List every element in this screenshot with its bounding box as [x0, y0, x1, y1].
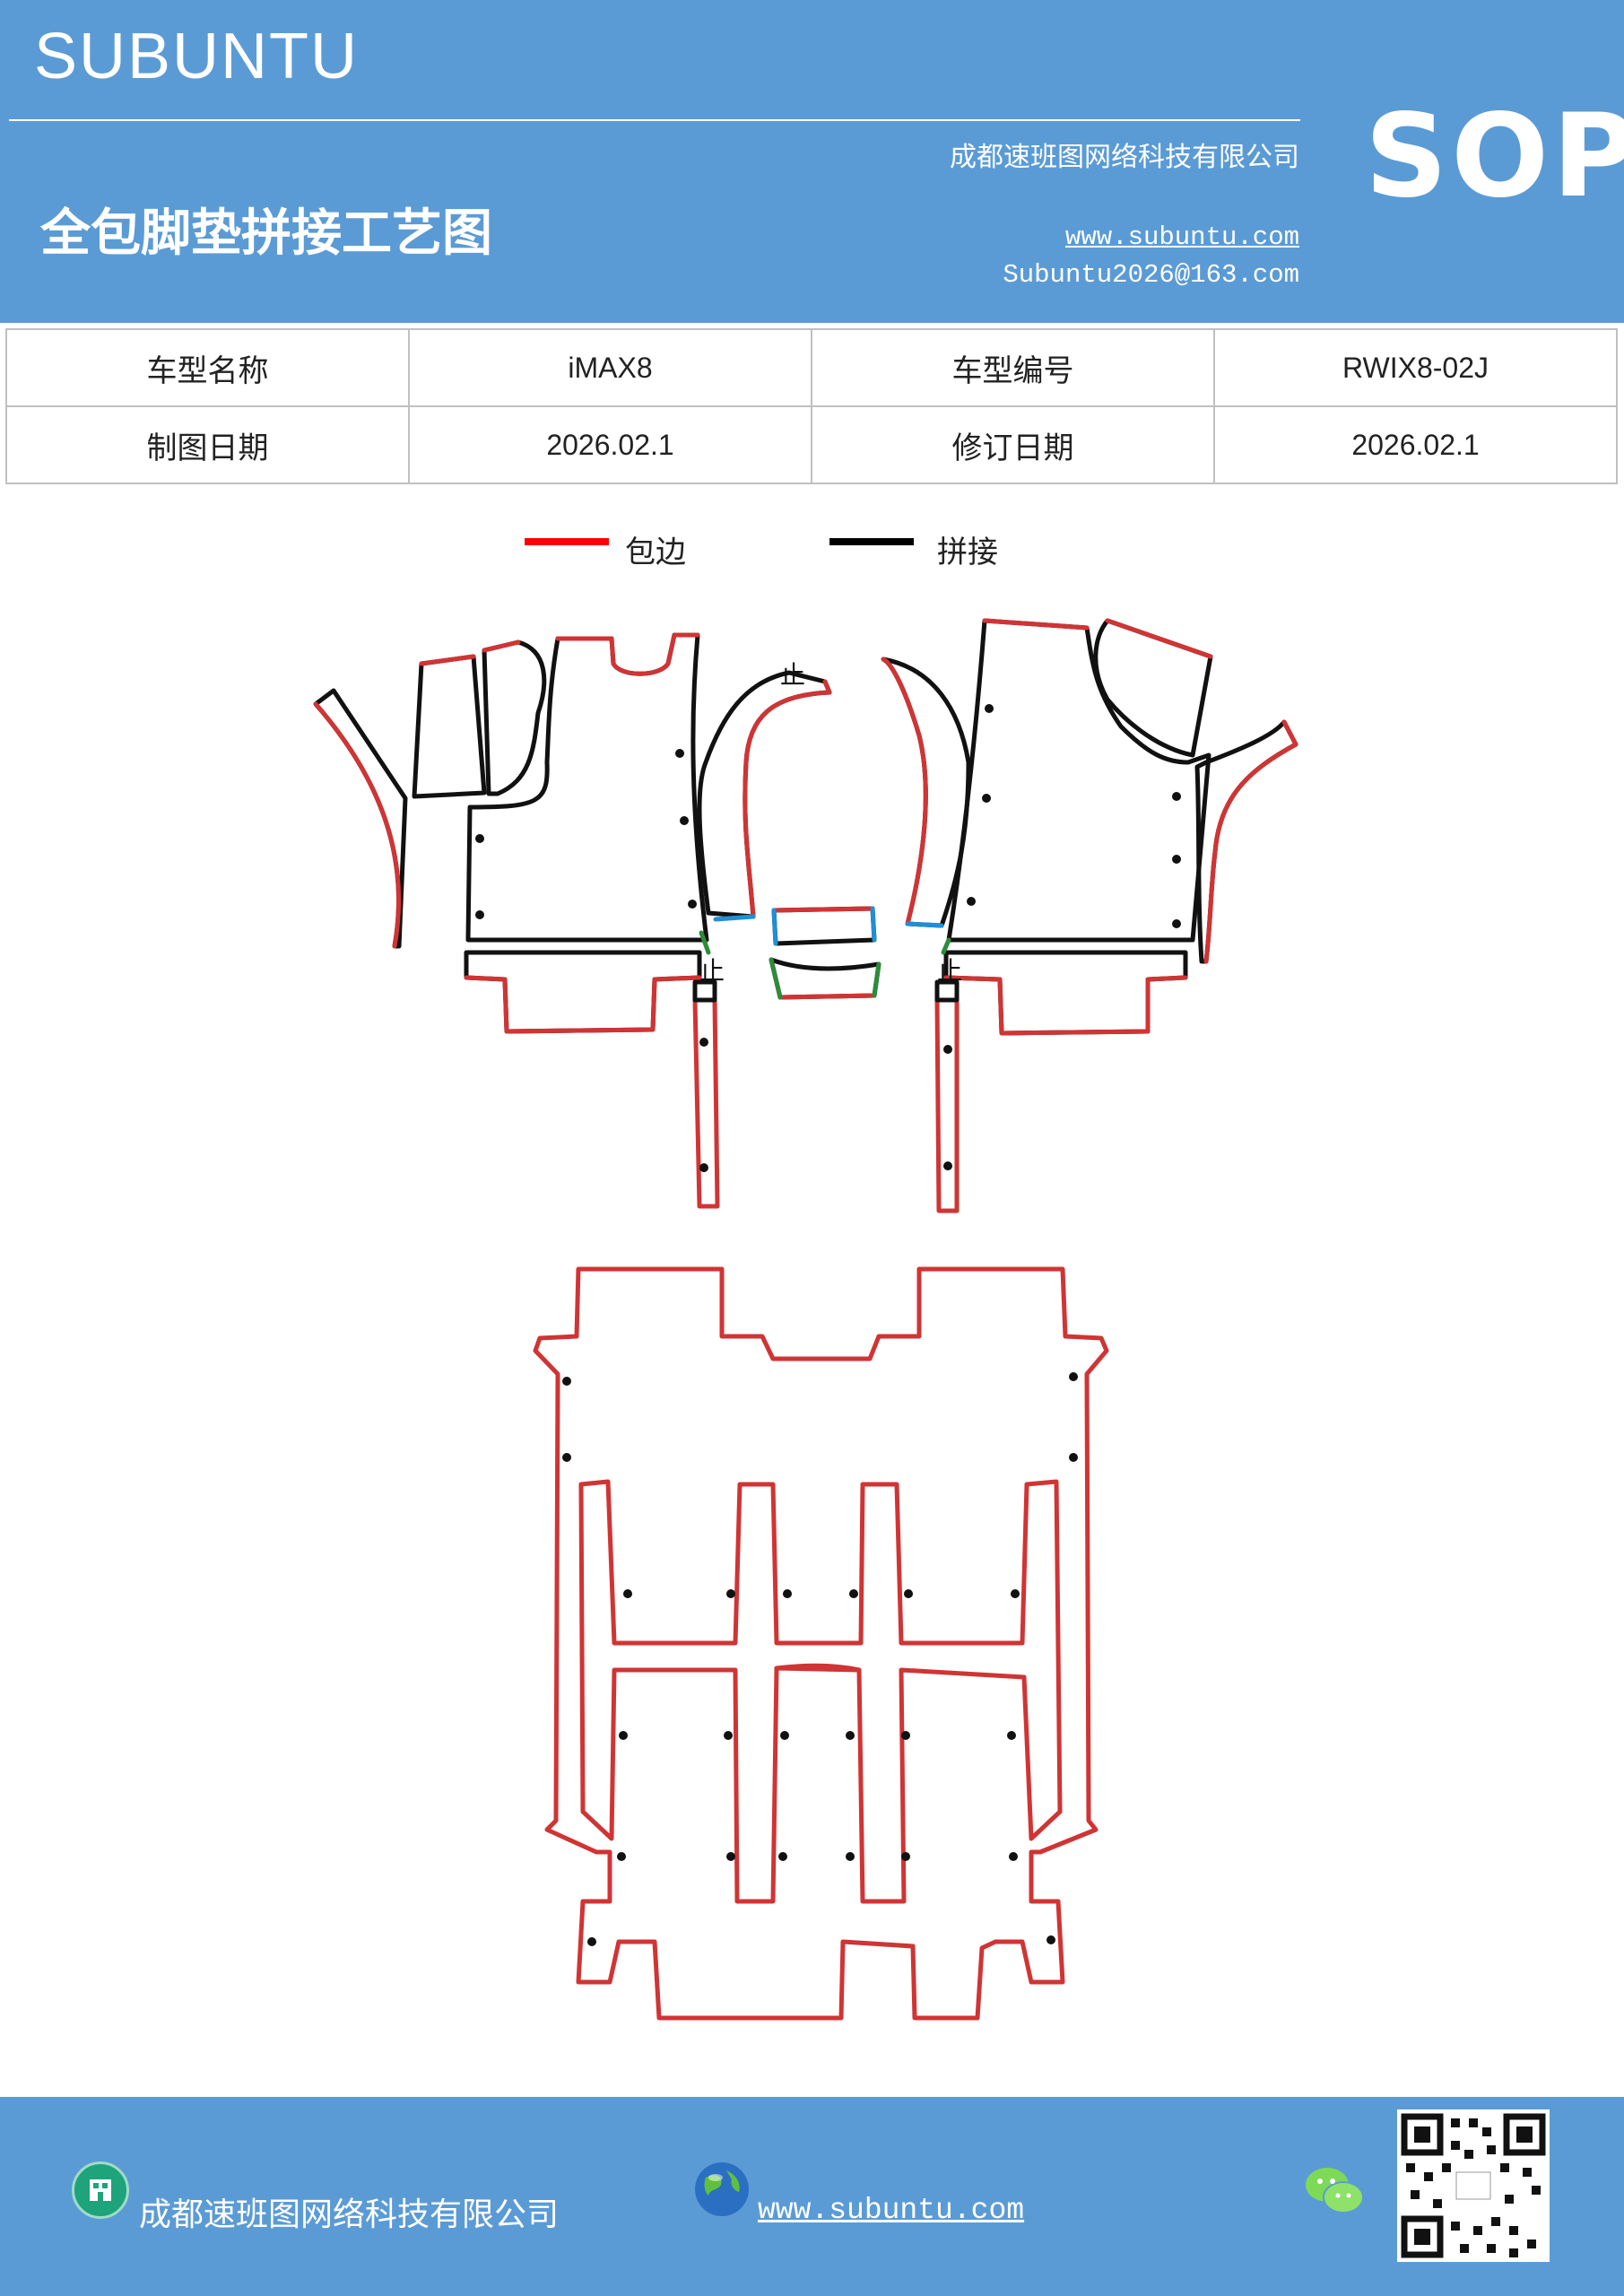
- left-side-piece: [313, 688, 408, 949]
- center-bottom-piece: [769, 957, 881, 1000]
- left-lower-strip-green: [699, 930, 711, 955]
- center-top-piece-blue: [771, 906, 877, 946]
- sop-badge: SOP: [1365, 90, 1624, 223]
- center-bottom-piece-edge: [777, 993, 877, 1000]
- left-lower-strip: [464, 950, 702, 1034]
- right-quarter-panel-edge: [1105, 618, 1213, 659]
- left-lower-strip-edge: [464, 975, 702, 1034]
- globe-icon: [692, 2160, 751, 2219]
- legend-edge-swatch: [525, 538, 609, 545]
- revision-date-label: 修订日期: [811, 405, 1215, 484]
- stop-mark: 止: [699, 956, 725, 986]
- draw-date-label: 制图日期: [5, 405, 410, 484]
- left-vertical-strip: [692, 997, 720, 1209]
- mat-splice-diagram: 止 止 止: [313, 618, 1298, 2021]
- left-narrow-piece-b-edge: [482, 639, 521, 653]
- legend-edge-label: 包边: [625, 535, 686, 570]
- model-code-value: RWIX8-02J: [1213, 328, 1618, 407]
- table-row: 制图日期 2026.02.1 修订日期 2026.02.1: [5, 405, 1618, 484]
- page-title: 全包脚垫拼接工艺图: [40, 204, 492, 263]
- right-quarter-panel: [1093, 618, 1213, 758]
- left-narrow-piece-a: [412, 654, 487, 799]
- legend-seam-label: 拼接: [937, 535, 998, 570]
- rear-mat-cutout-2: [774, 1663, 862, 1673]
- model-name-value: iMAX8: [408, 328, 812, 407]
- left-narrow-piece-b: [482, 639, 547, 796]
- right-side-piece: [1194, 719, 1298, 964]
- right-vertical-strip: [934, 997, 960, 1213]
- left-vertical-strip-top: [692, 979, 717, 1003]
- rear-mat-cutout-1: [578, 1479, 1063, 1904]
- footer-company-name: 成都速班图网络科技有限公司: [139, 2196, 560, 2233]
- footer-website-link[interactable]: www.subuntu.com: [758, 2194, 1025, 2227]
- model-name-label: 车型名称: [5, 328, 410, 407]
- header-website-link[interactable]: www.subuntu.com: [1064, 222, 1299, 252]
- right-vertical-strip-top: [934, 979, 960, 1003]
- left-console-piece-edge: [743, 679, 832, 919]
- header-divider: [9, 119, 1300, 121]
- left-side-piece-edge: [313, 701, 402, 949]
- center-top-piece-edge: [771, 906, 875, 913]
- header-company-name: 成都速班图网络科技有限公司: [950, 142, 1299, 173]
- stop-mark: 止: [780, 660, 805, 690]
- left-narrow-piece-a-edge: [419, 654, 476, 666]
- center-bottom-piece-green: [769, 957, 881, 1000]
- building-icon: [72, 2161, 129, 2219]
- vehicle-info-table: 车型名称 iMAX8 车型编号 RWIX8-02J 制图日期 2026.02.1…: [5, 328, 1618, 484]
- legend: 包边 拼接: [525, 520, 1063, 574]
- rear-floor-mat: [533, 1266, 1109, 2021]
- left-main-piece-edge: [555, 632, 700, 676]
- right-console-piece-edge: [881, 657, 928, 926]
- draw-date-value: 2026.02.1: [408, 405, 812, 484]
- right-main-piece-edge: [982, 618, 1090, 631]
- brand-logo-text: SUBUNTU: [34, 21, 360, 92]
- header-banner: [0, 0, 1624, 323]
- right-main-piece: [946, 618, 1211, 943]
- left-console-piece-blue: [713, 914, 756, 922]
- wechat-icon: [1302, 2163, 1367, 2217]
- legend-seam-swatch: [829, 538, 914, 545]
- qr-code[interactable]: [1397, 2109, 1550, 2262]
- stop-mark: 止: [937, 956, 962, 986]
- model-code-label: 车型编号: [811, 328, 1215, 407]
- left-console-piece: [697, 670, 832, 919]
- header-email: Subuntu2026@163.com: [1003, 260, 1299, 290]
- right-side-piece-edge: [1203, 719, 1298, 964]
- left-main-piece: [465, 632, 709, 943]
- right-lower-strip-edge: [943, 975, 1188, 1036]
- revision-date-value: 2026.02.1: [1213, 405, 1618, 484]
- table-row: 车型名称 iMAX8 车型编号 RWIX8-02J: [5, 328, 1618, 407]
- right-console-piece-blue: [905, 921, 944, 928]
- right-lower-strip-green: [941, 937, 951, 955]
- fastener-dots: [475, 704, 1181, 1946]
- center-top-piece: [771, 906, 877, 946]
